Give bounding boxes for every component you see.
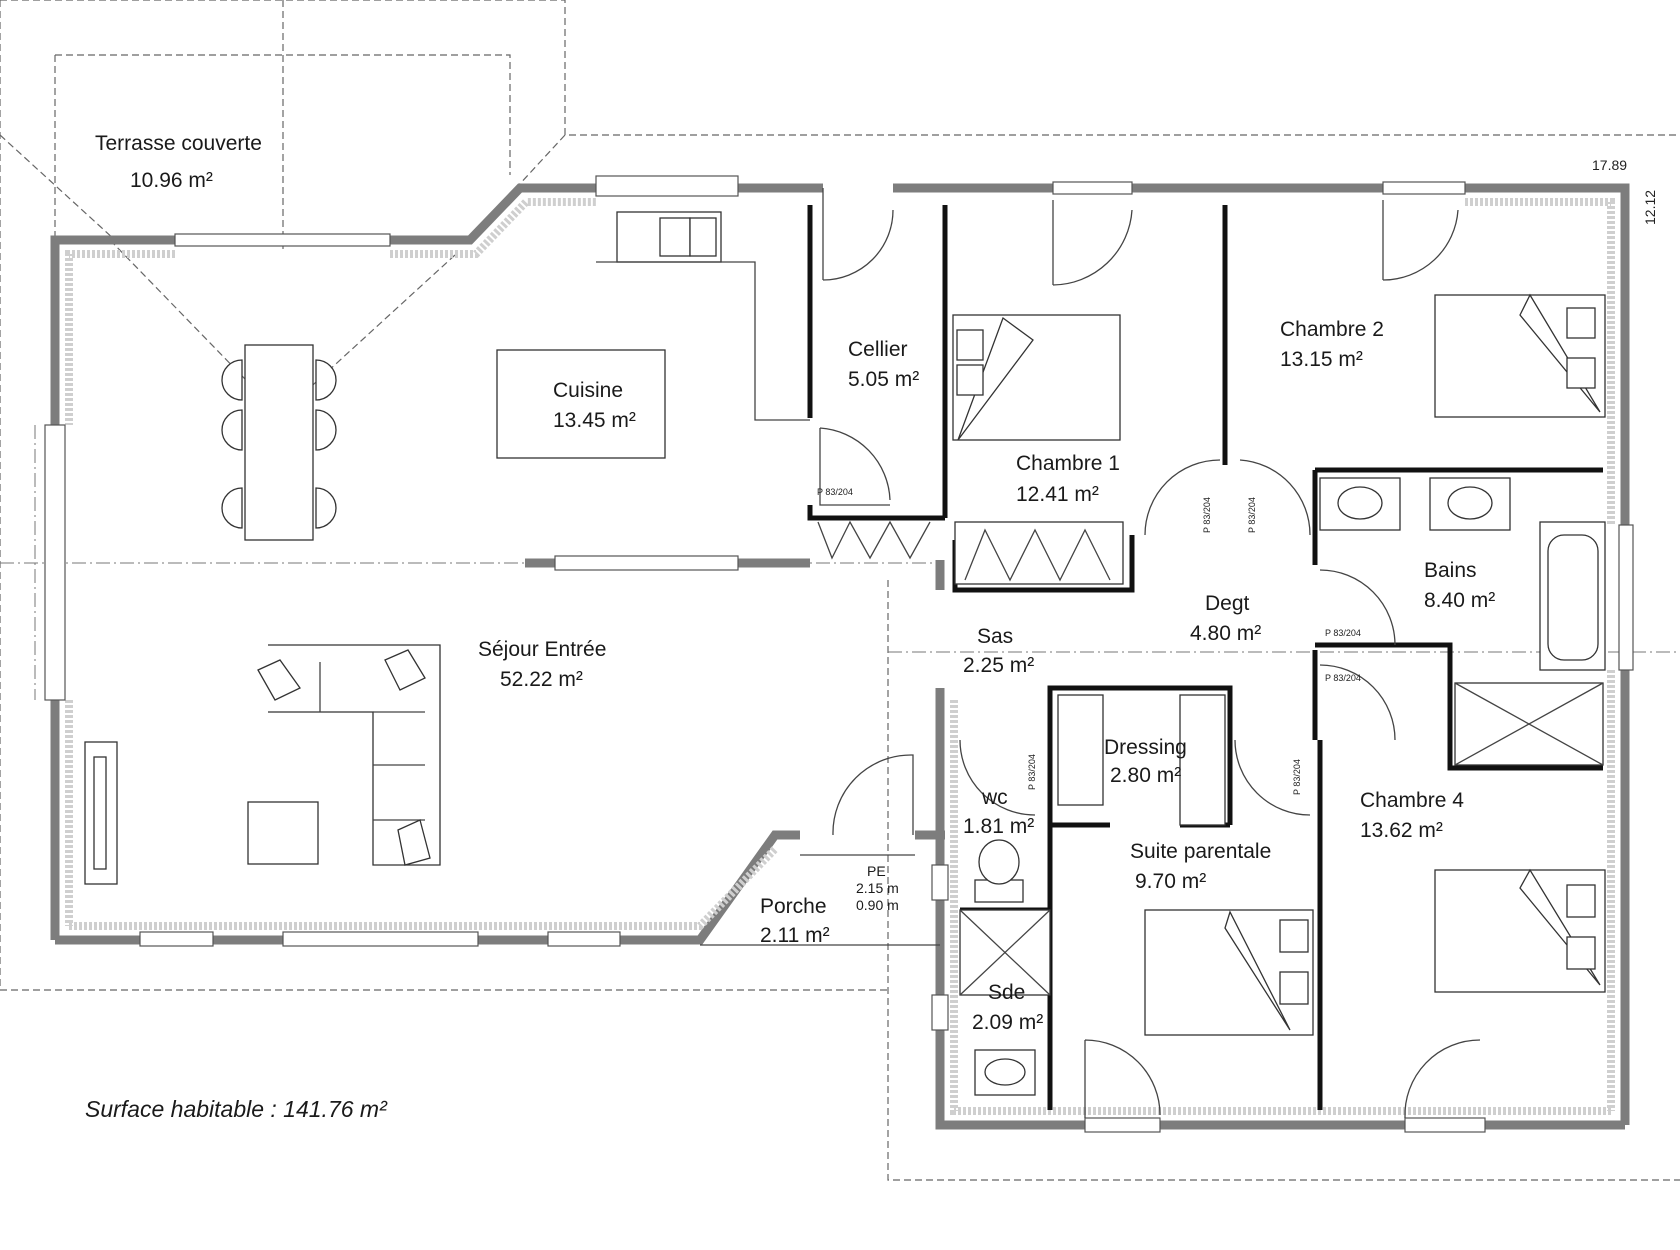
- room-name-terrasse: Terrasse couverte: [95, 132, 262, 155]
- room-area-porche: 2.11 m²: [760, 924, 830, 947]
- windows: [44, 175, 1634, 1133]
- room-area-cellier: 5.05 m²: [848, 368, 919, 391]
- room-area-sas: 2.25 m²: [963, 654, 1034, 677]
- room-area-dressing: 2.80 m²: [1110, 764, 1181, 787]
- entrance-door-label: PE: [867, 863, 886, 879]
- roof-outline: [0, 0, 1680, 1181]
- dimension-width: 17.89: [1592, 157, 1627, 173]
- room-area-terrasse: 10.96 m²: [130, 169, 213, 192]
- surface-habitable: Surface habitable : 141.76 m²: [85, 1096, 388, 1122]
- entrance-door-height: 0.90 m: [856, 897, 899, 913]
- furniture: [84, 211, 1606, 1096]
- room-area-cuisine: 13.45 m²: [553, 409, 636, 432]
- room-area-chambre4: 13.62 m²: [1360, 819, 1443, 842]
- room-name-suite: Suite parentale: [1130, 840, 1271, 863]
- door-marks: P 83/204 P 83/204 P 83/204 P 83/204 P 83…: [817, 487, 1361, 795]
- door-mark-suite: P 83/204: [1292, 759, 1302, 795]
- entrance-door-width: 2.15 m: [856, 880, 899, 896]
- room-name-chambre2: Chambre 2: [1280, 318, 1384, 341]
- room-area-sde: 2.09 m²: [972, 1011, 1043, 1034]
- room-name-chambre1: Chambre 1: [1016, 452, 1120, 475]
- coffee-table: [247, 801, 319, 865]
- exterior-walls: [50, 183, 1630, 1130]
- room-area-suite: 9.70 m²: [1135, 870, 1206, 893]
- room-name-sas: Sas: [977, 625, 1013, 648]
- room-name-degt: Degt: [1205, 592, 1250, 615]
- door-mark-chambre1: P 83/204: [1202, 497, 1212, 533]
- room-name-porche: Porche: [760, 895, 827, 918]
- dining-table: [244, 344, 314, 541]
- room-labels: Terrasse couverte 10.96 m² Cuisine 13.45…: [95, 132, 1495, 1034]
- room-name-cellier: Cellier: [848, 338, 908, 361]
- room-name-bains: Bains: [1424, 559, 1477, 582]
- room-name-chambre4: Chambre 4: [1360, 789, 1464, 812]
- doors: [700, 188, 1481, 1119]
- wall-insulation: [65, 198, 1615, 1115]
- room-area-chambre2: 13.15 m²: [1280, 348, 1363, 371]
- room-area-bains: 8.40 m²: [1424, 589, 1495, 612]
- door-mark-cellier: P 83/204: [817, 487, 853, 497]
- door-mark-chambre4: P 83/204: [1325, 673, 1361, 683]
- room-area-sejour: 52.22 m²: [500, 668, 583, 691]
- dimension-depth: 12.12: [1642, 190, 1658, 225]
- room-name-wc: wc: [981, 786, 1008, 809]
- room-name-cuisine: Cuisine: [553, 379, 623, 402]
- room-name-dressing: Dressing: [1104, 736, 1187, 759]
- room-name-sde: Sde: [988, 981, 1025, 1004]
- door-mark-bains: P 83/204: [1325, 628, 1361, 638]
- wardrobe-chambre1: [954, 521, 1124, 585]
- room-area-wc: 1.81 m²: [963, 815, 1034, 838]
- interior-walls: [807, 205, 1603, 1110]
- room-area-chambre1: 12.41 m²: [1016, 483, 1099, 506]
- door-mark-wc: P 83/204: [1027, 754, 1037, 790]
- room-name-sejour: Séjour Entrée: [478, 638, 606, 661]
- entrance-door-spec: PE 2.15 m 0.90 m: [856, 863, 899, 913]
- kitchen-island: [496, 349, 666, 459]
- door-mark-chambre2: P 83/204: [1247, 497, 1257, 533]
- room-area-degt: 4.80 m²: [1190, 622, 1261, 645]
